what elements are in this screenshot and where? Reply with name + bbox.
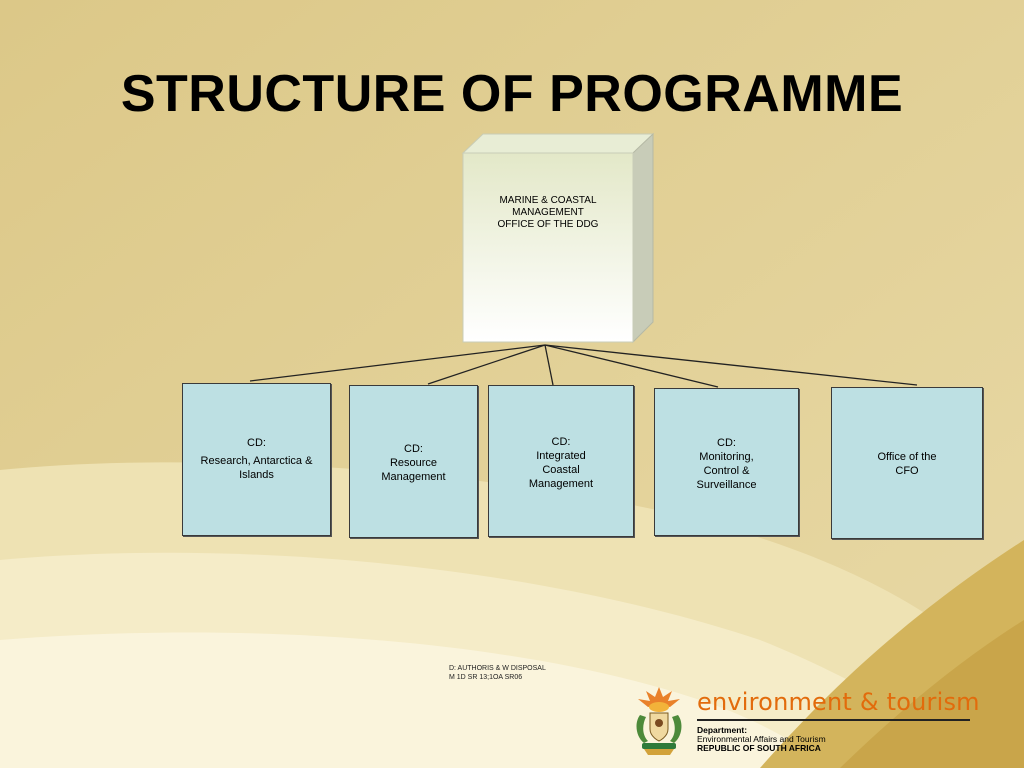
footnote: D: AUTHORIS & W DISPOSAL M 1D SR 13;1OA …	[449, 664, 546, 682]
brand-divider	[697, 719, 970, 721]
box-label-line: CD:	[247, 437, 266, 449]
connector-line	[544, 344, 918, 386]
connector-line	[544, 344, 554, 386]
top-box-line-2: OFFICE OF THE DDG	[497, 219, 599, 230]
box-label-line: Research, Antarctica &	[200, 455, 313, 467]
coat-of-arms-logo	[636, 687, 682, 755]
box-label-line: CD:	[551, 436, 571, 448]
footnote-line-1: D: AUTHORIS & W DISPOSAL	[449, 665, 546, 672]
top-box-label: MARINE & COASTAL MANAGEMENT OFFICE OF TH…	[463, 195, 633, 231]
box-label-line: Management	[381, 471, 446, 483]
page-title: STRUCTURE OF PROGRAMME	[120, 65, 904, 123]
dept-line-3: REPUBLIC OF SOUTH AFRICA	[697, 743, 821, 753]
box-label-line: Control &	[703, 465, 750, 477]
box-label-line: CD:	[717, 437, 736, 449]
box-resource-management: CD: Resource Management	[349, 385, 478, 538]
box-research-antarctica-islands: CD: Research, Antarctica & Islands	[182, 383, 331, 536]
box-label-line: Management	[528, 478, 594, 490]
box-monitoring-control-surveillance: CD: Monitoring, Control & Surveillance	[654, 388, 799, 536]
box-label-line: Islands	[239, 469, 274, 481]
connector-line	[544, 344, 719, 388]
dept-line-2: Environmental Affairs and Tourism	[697, 734, 826, 744]
box-label-line: Surveillance	[696, 479, 757, 491]
top-box-line-1: MARINE & COASTAL MANAGEMENT	[499, 195, 597, 218]
department-label: Department: Environmental Affairs and To…	[697, 726, 826, 753]
box-label-line: Coastal	[542, 464, 580, 476]
box-label-line: Integrated	[536, 450, 586, 462]
box-label-line: Monitoring,	[699, 451, 754, 463]
box-integrated-coastal-management: CD: Integrated Coastal Management	[488, 385, 634, 537]
box-label-line: Office of the	[877, 451, 937, 463]
footnote-line-2: M 1D SR 13;1OA SR06	[449, 674, 523, 681]
box-label-line: CFO	[895, 465, 919, 477]
connector-line	[427, 344, 546, 385]
connector-line	[249, 344, 546, 382]
box-label-line: Resource	[389, 457, 438, 469]
dept-line-1: Department:	[697, 725, 748, 735]
brand-name: environment & tourism	[697, 688, 980, 716]
box-office-of-the-cfo: Office of the CFO	[831, 387, 983, 539]
top-box	[461, 132, 655, 344]
box-label-line: CD:	[404, 443, 423, 455]
